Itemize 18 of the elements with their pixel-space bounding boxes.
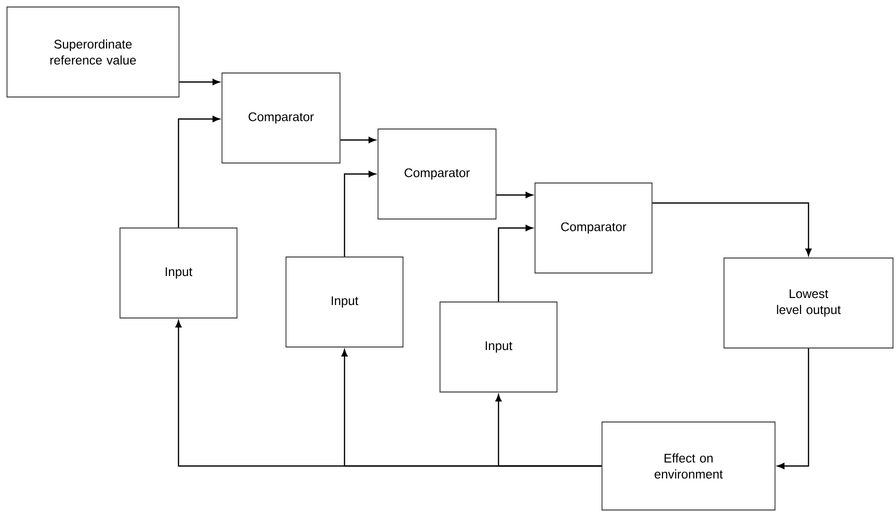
box: Comparator — [534, 182, 652, 274]
box: Input — [286, 256, 404, 348]
arrow — [178, 116, 220, 228]
box: Input — [440, 302, 558, 392]
box: Comparator — [222, 72, 340, 164]
box: Lowest level output — [724, 258, 894, 348]
arrow — [175, 320, 602, 467]
arrow — [340, 136, 376, 144]
arrow — [496, 192, 533, 198]
box: Superordinate reference value — [6, 6, 180, 98]
arrow — [179, 78, 220, 86]
arrow — [498, 224, 533, 302]
box: Comparator — [378, 128, 496, 220]
box: Input — [120, 228, 238, 318]
box: Effect on environment — [602, 422, 776, 510]
arrow — [777, 348, 810, 470]
arrow — [652, 202, 812, 256]
arrow — [344, 170, 376, 257]
